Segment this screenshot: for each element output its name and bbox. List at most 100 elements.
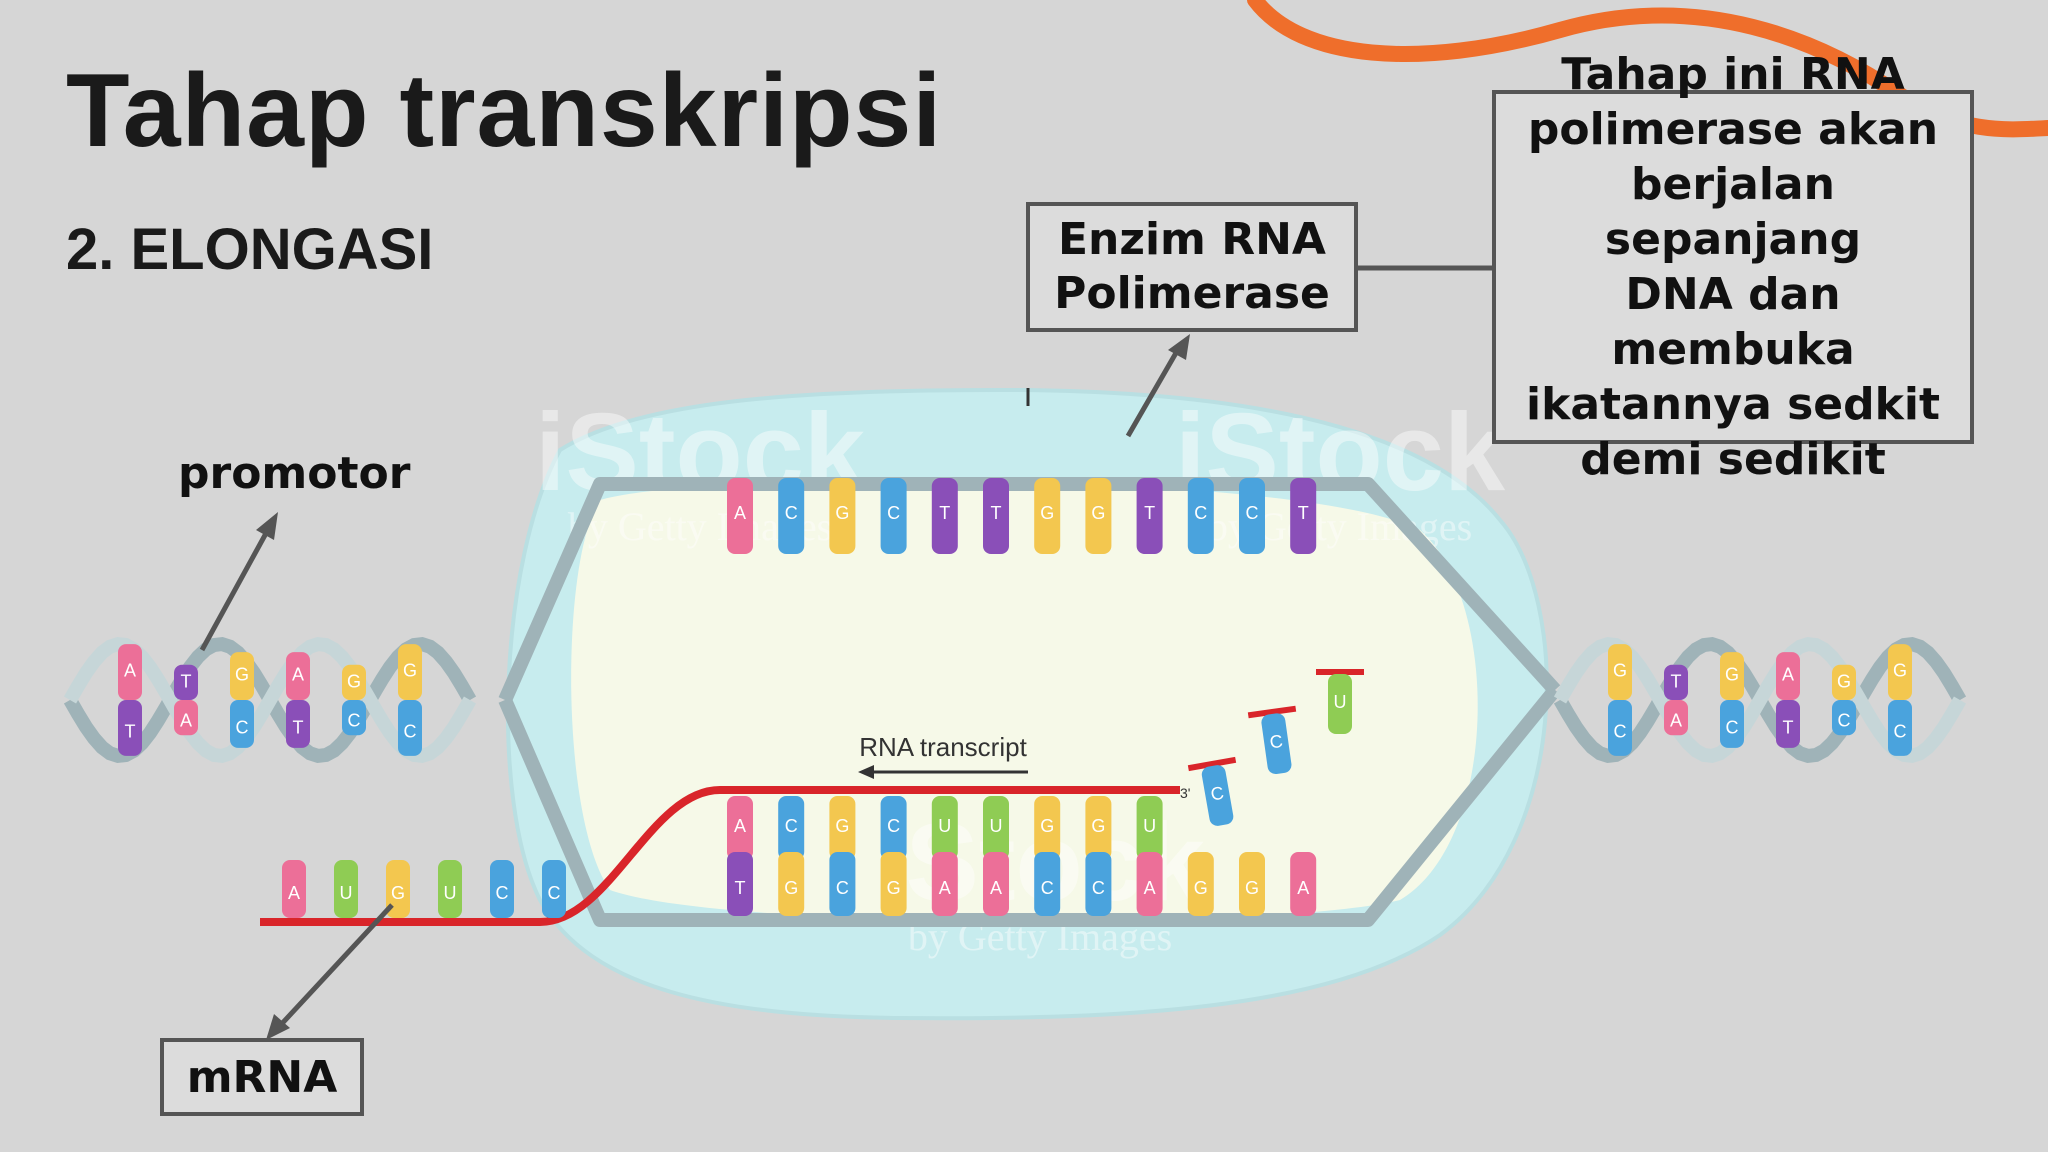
nucleotide-A: A bbox=[931, 852, 958, 916]
nucleotide-letter: C bbox=[785, 816, 798, 836]
nucleotide-letter: U bbox=[444, 883, 457, 903]
nucleotide-letter: G bbox=[1837, 672, 1851, 692]
nucleotide-T: T bbox=[983, 478, 1009, 554]
nucleotide-letter: C bbox=[1894, 722, 1907, 742]
nucleotide-A: A bbox=[286, 652, 310, 700]
nucleotide-A: A bbox=[282, 860, 306, 918]
page-title: Tahap transkripsi bbox=[66, 53, 943, 169]
nucleotide-C: C bbox=[1720, 700, 1744, 748]
nucleotide-letter: G bbox=[835, 503, 849, 523]
nucleotide-C: C bbox=[1187, 478, 1214, 554]
nucleotide-letter: G bbox=[1091, 816, 1105, 836]
nucleotide-G: G bbox=[1187, 852, 1214, 916]
nucleotide-G: G bbox=[880, 852, 907, 916]
description-callout-box: Tahap ini RNA polimerase akan berjalan s… bbox=[1492, 49, 1974, 485]
nucleotide-C: C bbox=[230, 700, 254, 748]
nucleotide-T: T bbox=[118, 700, 142, 756]
nucleotide-G: G bbox=[342, 664, 366, 700]
nucleotide-A: A bbox=[1136, 852, 1163, 916]
nucleotide-letter: C bbox=[887, 503, 900, 523]
promotor-arrow bbox=[199, 512, 278, 652]
nucleotide-letter: A bbox=[124, 660, 136, 680]
bottom-dna-strand bbox=[498, 685, 1561, 927]
nucleotide-C: C bbox=[1832, 700, 1856, 736]
nucleotide-letter: C bbox=[348, 710, 361, 730]
nucleotide-letter: C bbox=[887, 816, 900, 836]
nucleotide-letter: T bbox=[1783, 717, 1794, 737]
nucleotide-letter: G bbox=[1091, 503, 1105, 523]
nucleotide-A: A bbox=[1290, 852, 1317, 916]
enzyme-label-line: Enzim RNA bbox=[1057, 214, 1326, 265]
mrna-label: mRNA bbox=[186, 1051, 338, 1103]
nucleotide-C: C bbox=[1888, 700, 1912, 756]
nucleotide-letter: G bbox=[403, 660, 417, 680]
description-line: polimerase akan bbox=[1527, 104, 1939, 155]
nucleotide-C: C bbox=[342, 700, 366, 736]
enzyme-callout-box: Enzim RNA Polimerase bbox=[1026, 202, 1358, 332]
nucleotide-G: G bbox=[1085, 796, 1112, 860]
mrna-arrow bbox=[266, 903, 394, 1040]
nucleotide-U: U bbox=[334, 860, 358, 918]
nucleotide-letter: G bbox=[887, 878, 901, 898]
nucleotide-letter: G bbox=[235, 665, 249, 685]
nucleotide-G: G bbox=[1832, 664, 1856, 700]
mrna-callout-box: mRNA bbox=[160, 1038, 364, 1116]
nucleotide-letter: C bbox=[1268, 731, 1284, 753]
rna-transcript-backbone bbox=[260, 786, 1180, 926]
nucleotide-T: T bbox=[727, 852, 753, 916]
nucleotide-letter: C bbox=[404, 722, 417, 742]
nucleotide-G: G bbox=[778, 852, 805, 916]
nucleotide-T: T bbox=[1136, 478, 1163, 554]
nucleotide-G: G bbox=[1888, 644, 1912, 700]
nucleotide-letter: T bbox=[939, 503, 950, 523]
nucleotide-letter: U bbox=[1334, 692, 1347, 712]
description-line: Tahap ini RNA bbox=[1561, 49, 1905, 100]
section-subtitle: 2. ELONGASI bbox=[66, 217, 434, 282]
nucleotide-letter: C bbox=[496, 883, 509, 903]
nucleotide-letter: C bbox=[1614, 722, 1627, 742]
nucleotide-G: G bbox=[1608, 644, 1632, 700]
nucleotide-letter: G bbox=[347, 672, 361, 692]
nucleotide-letter: A bbox=[1782, 665, 1794, 685]
nucleotide-G: G bbox=[398, 644, 422, 700]
description-line: berjalan sepanjang bbox=[1604, 159, 1862, 265]
nucleotide-A: A bbox=[1664, 700, 1688, 736]
rna-direction-arrowhead bbox=[858, 765, 874, 779]
description-line: demi sedikit bbox=[1580, 434, 1886, 485]
nucleotide-A: A bbox=[727, 478, 753, 554]
nucleotide-letter: U bbox=[340, 883, 353, 903]
nucleotide-C: C bbox=[398, 700, 422, 756]
nucleotide-T: T bbox=[1664, 664, 1688, 700]
nucleotide-letter: G bbox=[1194, 878, 1208, 898]
nucleotide-C: C bbox=[778, 478, 805, 554]
nucleotide-C: C bbox=[880, 796, 907, 860]
promotor-label: promotor bbox=[178, 448, 411, 499]
nucleotide-letter: T bbox=[1144, 503, 1155, 523]
watermark-text: iStock bbox=[535, 391, 866, 514]
nucleotide-letter: A bbox=[734, 503, 746, 523]
nucleotide-C: C bbox=[778, 796, 805, 860]
nucleotide-T: T bbox=[931, 478, 958, 554]
nucleotide-letter: U bbox=[938, 816, 951, 836]
nucleotide-T: T bbox=[1776, 700, 1800, 748]
nucleotide-G: G bbox=[1034, 478, 1061, 554]
rna-transcript-label: RNA transcript bbox=[859, 732, 1027, 762]
nucleotide-letter: A bbox=[990, 878, 1002, 898]
nucleotide-letter: T bbox=[1671, 672, 1682, 692]
nucleotide-letter: C bbox=[1041, 878, 1054, 898]
nucleotide-G: G bbox=[230, 652, 254, 700]
nucleotide-letter: A bbox=[180, 710, 192, 730]
nucleotide-letter: A bbox=[1144, 878, 1156, 898]
nucleotide-letter: C bbox=[836, 878, 849, 898]
nucleotide-letter: G bbox=[784, 878, 798, 898]
nucleotide-C: C bbox=[880, 478, 907, 554]
nucleotide-letter: C bbox=[236, 717, 249, 737]
nucleotide-letter: T bbox=[181, 672, 192, 692]
free-nucleotides: CCU bbox=[1187, 669, 1364, 826]
nucleotide-T: T bbox=[286, 700, 310, 748]
nucleotide-C: C bbox=[829, 852, 856, 916]
nucleotide-letter: G bbox=[835, 816, 849, 836]
nucleotide-T: T bbox=[174, 664, 198, 700]
nucleotide-letter: T bbox=[735, 878, 746, 898]
